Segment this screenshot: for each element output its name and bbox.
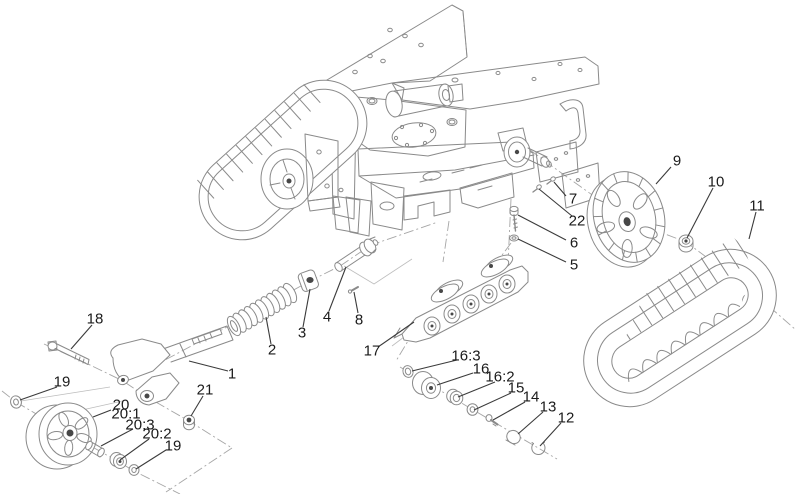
leader-line-3-2 [302,288,311,328]
spacer-part-20-3 [85,440,105,458]
callout-label-16-15: 16 [473,361,490,378]
callout-label-20-22: 20 [113,397,130,414]
leader-line-16-15 [436,372,474,386]
leader-line-10-9 [686,187,714,239]
callout-label-15-14: 15 [508,380,525,397]
leader-line-20:2-25 [119,438,150,461]
roller-frame-bosses [423,274,516,336]
leader-line-17-18 [377,321,415,348]
callout-label-11-10: 11 [749,198,765,215]
leader-line-5-4 [517,238,567,263]
callout-label-16:2-16: 16:2 [485,369,514,386]
cap-part-13 [505,429,521,446]
callout-label-5-4: 5 [570,257,578,274]
bolt-part-18 [47,340,90,365]
callout-label-19-20: 19 [54,374,71,391]
washer-part-15 [466,403,479,416]
callout-label-13-12: 13 [540,399,557,416]
callout-label-19-21: 19 [165,438,182,455]
callout-label-9-8: 9 [673,153,681,170]
bearing-part-20-2 [109,452,127,469]
sprocket-part-9 [586,171,666,268]
callout-label-14-13: 14 [523,389,540,406]
seal-part-16-3 [402,365,414,378]
callout-label-7-6: 7 [569,191,577,208]
leader-line-1-0 [188,360,229,372]
spring-part-2 [226,282,298,337]
hydraulic-motor-drawing [385,77,464,118]
shaft-part-4 [334,236,379,272]
callout-label-1-0: 1 [228,366,236,383]
bolt-part-14 [485,414,499,427]
leader-line-12-11 [539,422,562,447]
callout-label-20:2-25: 20:2 [142,426,171,443]
leader-line-2-1 [265,316,272,345]
nut-part-10 [678,234,694,253]
pin-part-8 [347,286,359,294]
left-track-assembly-drawing [197,79,368,241]
bearing-part-16-2 [446,388,464,406]
rubber-track-part-11 [583,236,777,408]
leader-line-7-6 [553,181,567,197]
leader-line-19-20 [19,386,58,401]
washer-part-5 [509,234,519,242]
callout-label-4-3: 4 [323,309,331,326]
callout-label-18-19: 18 [87,311,104,328]
callout-label-10-9: 10 [708,174,725,191]
idler-arm-part-1 [110,325,234,406]
leader-line-18-19 [70,324,93,350]
leader-line-16:2-16 [457,381,496,398]
callout-label-20:1-23: 20:1 [111,406,140,423]
leader-line-19-21 [135,449,167,470]
callout-label-2-1: 2 [268,342,276,359]
leader-line-20:3-24 [100,428,134,447]
snap-ring-part-12 [531,441,546,455]
leader-line-22-27 [538,188,573,217]
callout-label-6-5: 6 [570,235,578,252]
leader-line-15-14 [473,392,512,411]
callout-label-21-26: 21 [197,382,214,399]
callout-label-3-2: 3 [298,325,306,342]
collar-part-3 [297,269,319,292]
nut-part-21 [183,414,195,431]
leader-line-16:3-17 [411,359,458,372]
washer-part-19-upper [10,395,22,409]
leader-line-13-12 [517,411,544,435]
callout-label-12-11: 12 [558,410,575,427]
roller-part-16 [412,371,441,399]
leader-line-6-5 [517,214,567,241]
leader-line-4-3 [328,266,347,312]
washer-part-19-lower [128,464,140,476]
callout-layer: 1234567891011121314151616:216:3171819192… [19,153,765,470]
leader-line-20-22 [92,409,112,418]
callout-label-17-18: 17 [364,343,381,360]
callout-label-16:3-17: 16:3 [451,348,480,365]
callout-label-8-7: 8 [355,312,363,329]
leader-line-9-8 [655,166,672,185]
leader-line-14-13 [492,401,526,421]
leader-line-21-26 [190,395,204,417]
leader-line-8-7 [353,291,359,314]
callout-label-22-27: 22 [569,213,586,230]
roller-frame-part-17 [393,254,529,343]
callout-label-20:3-24: 20:3 [125,417,154,434]
leader-line-11-10 [748,211,757,240]
screw-part-6 [509,205,519,232]
screw-part-22 [532,184,542,193]
screw-part-7 [546,176,556,185]
idler-wheel-part-20 [25,402,98,470]
